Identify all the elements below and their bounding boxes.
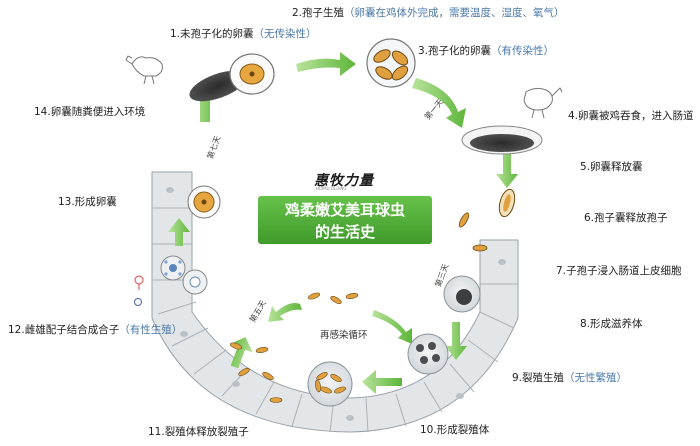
stage5-sporocyst [498, 188, 516, 218]
stage8-trophozoite [443, 275, 481, 313]
stage1-oocyst [189, 53, 275, 102]
stage-14-label: 14.卵囊随粪便进入环境 [34, 106, 146, 118]
chicken-right-icon [523, 87, 563, 119]
stage11-merozoites [229, 342, 283, 403]
stage-1-label: 1.未孢子化的卵囊（无传染性） [170, 28, 317, 40]
stage10-schizont [307, 361, 353, 407]
stage4-dish [461, 125, 543, 155]
stage-8-label: 8.形成滋养体 [580, 318, 643, 330]
stage-12-label: 12.雌雄配子结合成合子（有性生殖） [8, 324, 183, 336]
stage-4-label: 4.卵囊被鸡吞食，进入肠道 [568, 110, 694, 122]
title-line-1: 鸡柔嫩艾美耳球虫 [284, 201, 405, 219]
reinfection-merozoites [307, 292, 359, 304]
stage-7-label: 7.子孢子浸入肠道上皮细胞 [556, 265, 682, 277]
stage3-sporulated-oocyst [366, 38, 416, 88]
stage-10-label: 10.形成裂殖体 [420, 424, 490, 436]
stage-5-label: 5.卵囊释放囊 [580, 161, 643, 173]
stage6-sporozoites [458, 212, 488, 252]
stage-6-label: 6.孢子囊释放孢子 [584, 212, 668, 224]
stage-11-label: 11.裂殖体释放裂殖子 [148, 426, 249, 438]
brand-logo: 惠牧力量 [314, 173, 374, 189]
stage-3-label: 3.孢子化的卵囊（有传染性） [418, 45, 555, 57]
diagram-title: 鸡柔嫩艾美耳球虫 的生活史 [258, 196, 432, 244]
brand-logo-subtitle: HUIMU LILIANG [316, 186, 347, 191]
stage9-schizont [407, 333, 449, 375]
stage-2-label: 2.孢子生殖（卵囊在鸡体外完成，需要温度、湿度、氧气） [292, 7, 565, 19]
title-line-2: 的生活史 [314, 223, 375, 241]
stage-13-label: 13.形成卵囊 [58, 196, 117, 208]
stage12-gametes [134, 255, 208, 306]
stage-9-label: 9.裂殖生殖（无性繁殖） [512, 372, 628, 384]
reinfection-cycle-label: 再感染循环 [320, 330, 368, 341]
stage13-oocyst [187, 185, 221, 219]
chicken-left-icon [125, 55, 163, 85]
